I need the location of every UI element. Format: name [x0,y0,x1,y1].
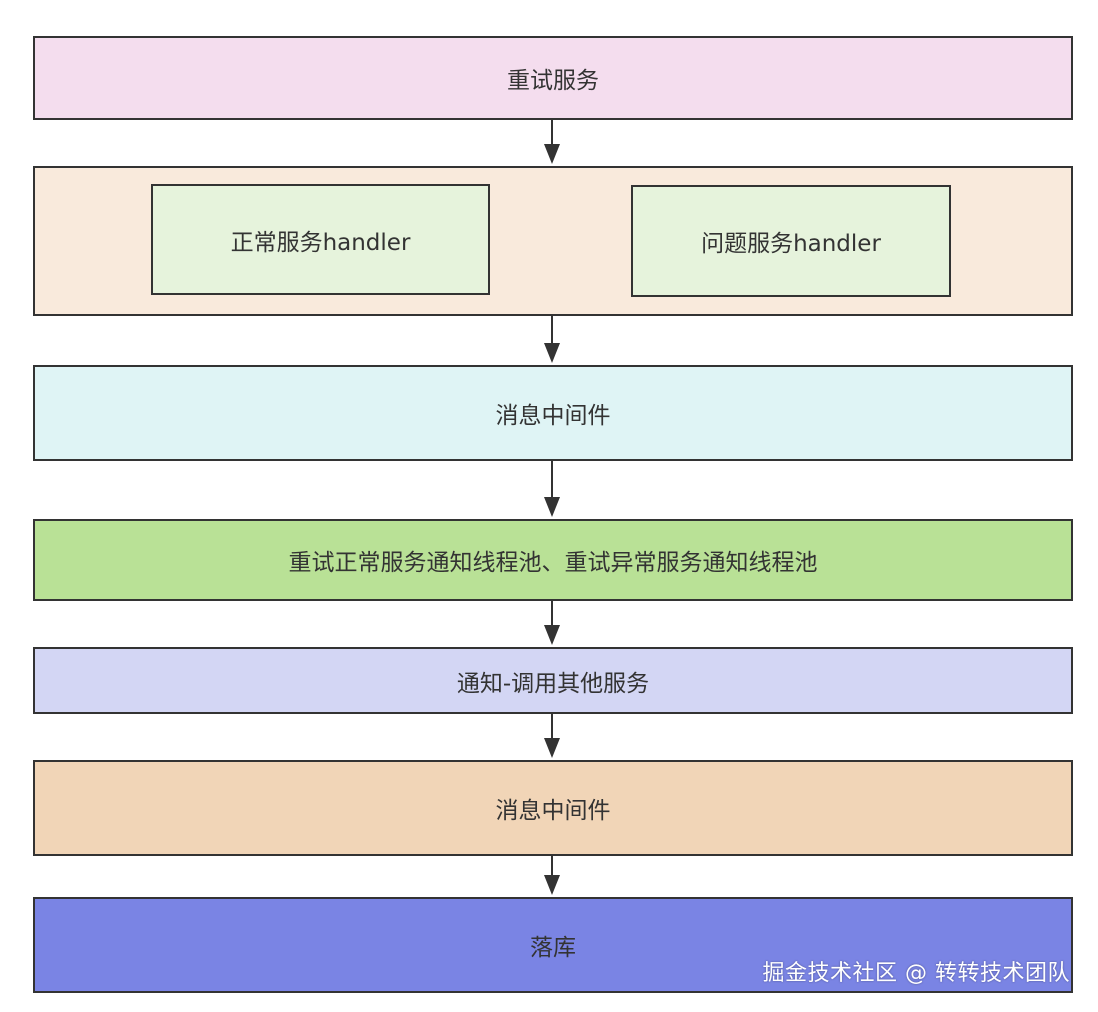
retry-service-box: 重试服务 [33,36,1073,120]
notify-call-label: 通知-调用其他服务 [456,670,650,697]
normal-handler-label: 正常服务handler [230,229,411,256]
message-middleware-label-1: 消息中间件 [495,403,611,429]
problem-handler-label: 问题服务handler [701,231,881,257]
arrow-5 [544,714,560,758]
persist-label: 落库 [530,935,576,961]
message-middleware-box-2: 消息中间件 [33,760,1073,856]
notify-call-box: 通知-调用其他服务 [33,647,1073,714]
problem-handler-box: 问题服务handler [631,185,951,297]
normal-handler-box: 正常服务handler [151,184,490,295]
persist-box: 落库 [33,897,1073,993]
retry-service-label: 重试服务 [507,68,599,94]
arrow-4 [544,601,560,645]
thread-pools-label: 重试正常服务通知线程池、重试异常服务通知线程池 [288,550,818,576]
arrow-2 [544,316,560,363]
arrow-3 [544,461,560,517]
arrow-1 [544,120,560,164]
message-middleware-label-2: 消息中间件 [495,798,611,824]
arrow-6 [544,856,560,895]
message-middleware-box-1: 消息中间件 [33,365,1073,461]
watermark: 掘金技术社区 @ 转转技术团队 [762,961,1070,986]
thread-pools-box: 重试正常服务通知线程池、重试异常服务通知线程池 [33,519,1073,601]
